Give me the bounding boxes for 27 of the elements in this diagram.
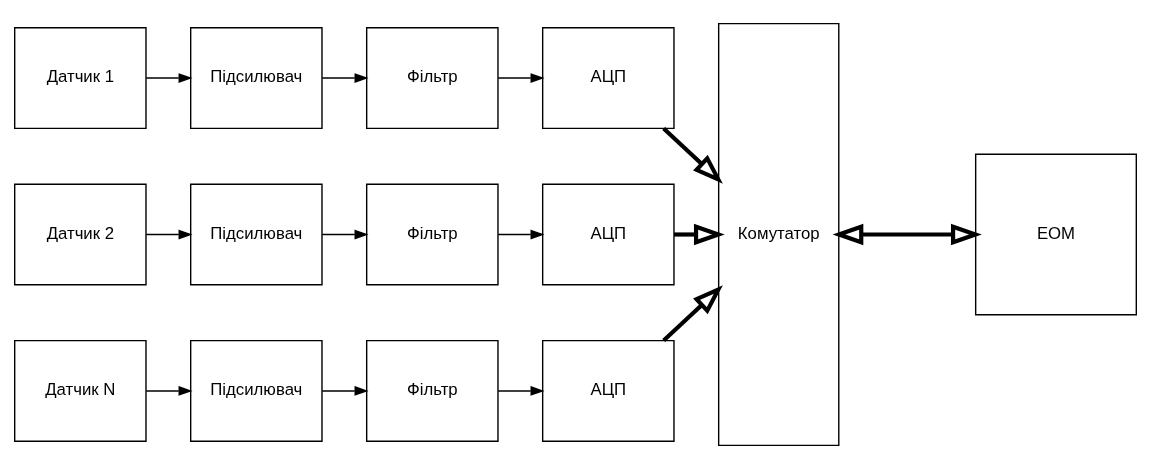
node-box: АЦП	[541, 339, 675, 442]
node-box: Комутатор	[717, 22, 840, 446]
node-box: Фільтр	[366, 26, 499, 129]
node-box: Фільтр	[366, 183, 499, 285]
node-box: Датчик 1	[14, 26, 147, 129]
arrow	[674, 223, 725, 245]
node-box: Фільтр	[366, 339, 499, 442]
node-box: Датчик N	[14, 339, 147, 442]
arrow	[321, 72, 369, 83]
arrow	[145, 72, 193, 83]
node-box: ЕОМ	[974, 153, 1137, 315]
node-box: Підсилювач	[190, 26, 323, 129]
node-box: Підсилювач	[190, 183, 323, 285]
arrow	[662, 126, 723, 184]
node-box: Підсилювач	[190, 339, 323, 442]
arrow	[497, 72, 545, 83]
arrow	[832, 223, 982, 245]
arrow	[145, 385, 193, 396]
arrow	[321, 229, 369, 239]
arrow	[145, 229, 193, 239]
node-box: АЦП	[541, 183, 675, 285]
node-box: АЦП	[541, 26, 675, 129]
arrow	[497, 229, 545, 239]
arrow	[662, 284, 723, 342]
arrow	[497, 385, 545, 396]
node-box: Датчик 2	[14, 183, 147, 285]
arrow	[321, 385, 369, 396]
